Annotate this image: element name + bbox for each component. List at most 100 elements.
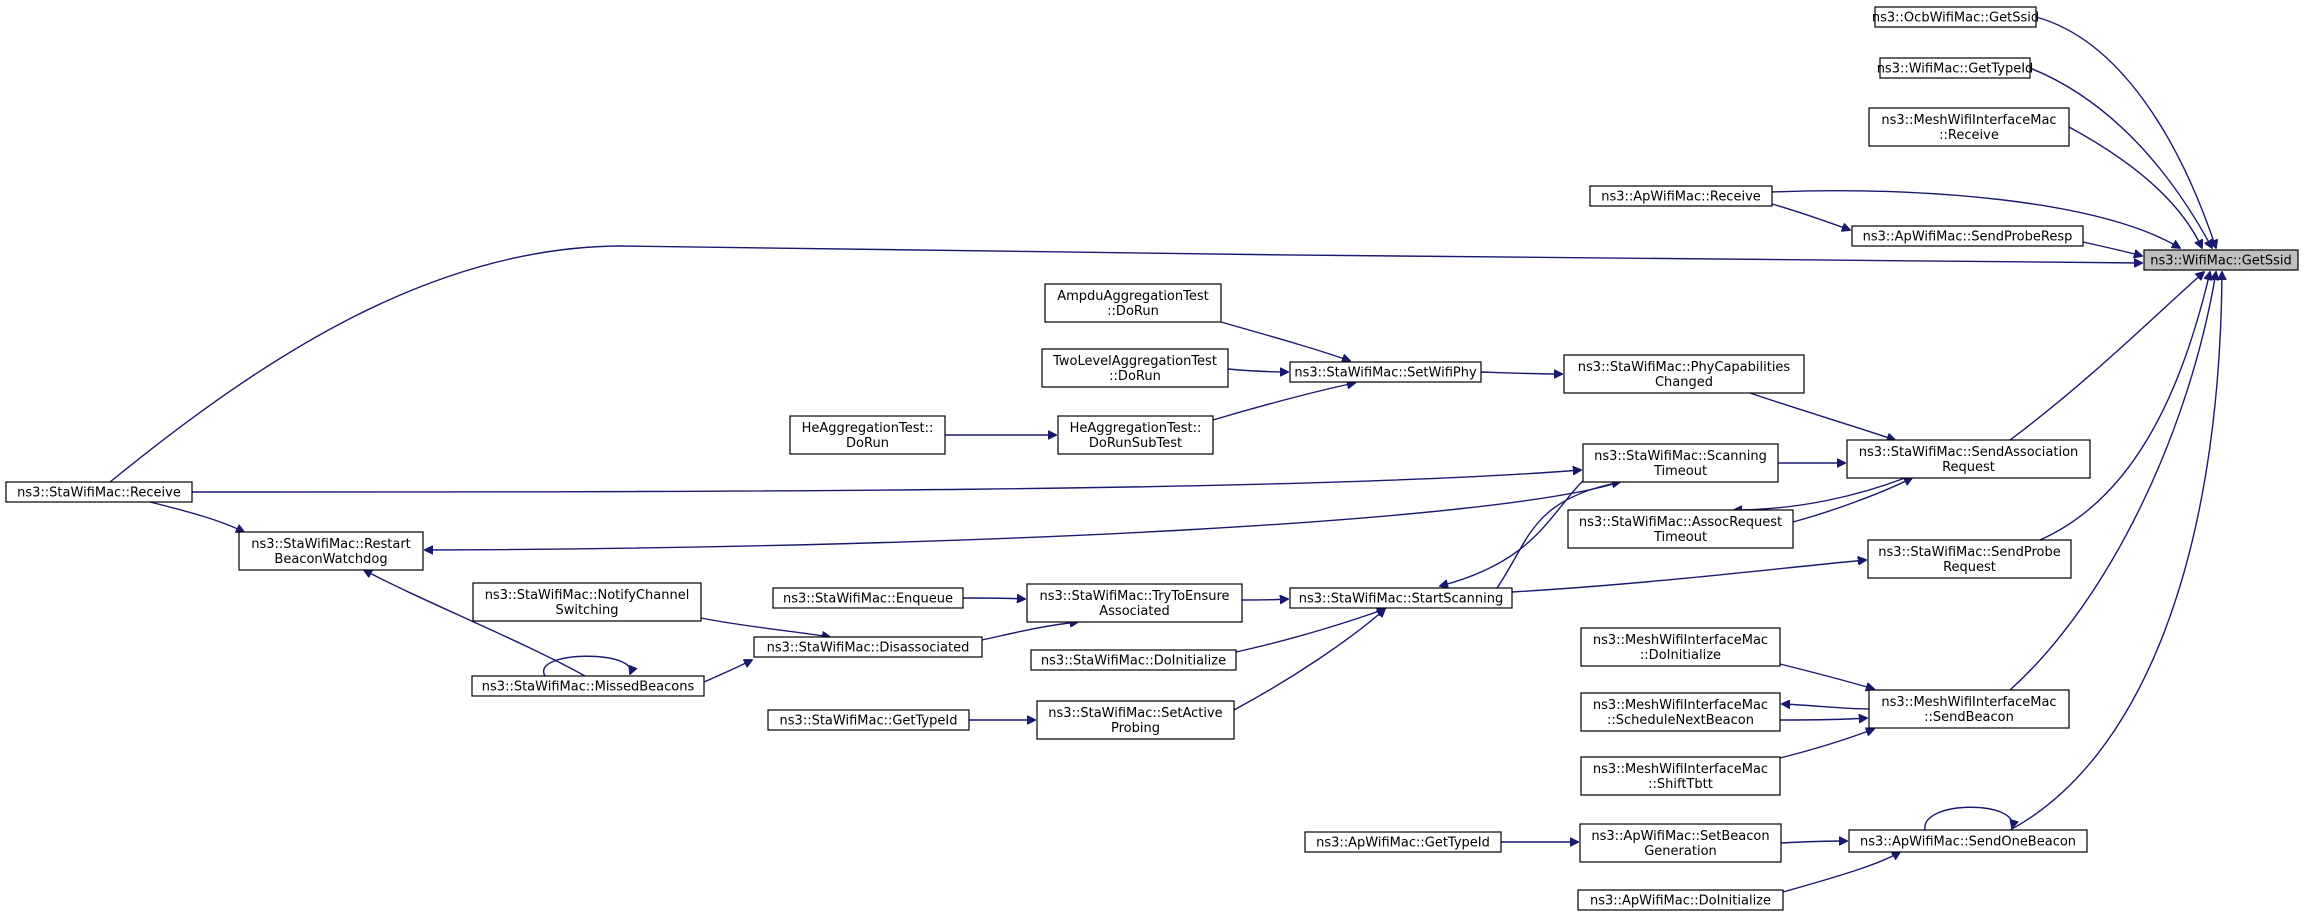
edge-ap-doinitialize-to-ap-sendonebeacon — [1782, 852, 1900, 893]
node-box — [1851, 225, 2084, 247]
node-label: ns3::StaWifiMac::SetActive — [1048, 706, 1222, 721]
node-label: ns3::MeshWifiInterfaceMac — [1881, 113, 2056, 128]
node-label: ns3::ApWifiMac::SendOneBeacon — [1860, 835, 2076, 850]
node-label: ns3::StaWifiMac::PhyCapabilities — [1578, 360, 1791, 375]
node-sta-doinitialize[interactable]: ns3::StaWifiMac::DoInitialize — [1030, 649, 1237, 671]
edge-sta-enqueue-to-sta-trytoensure — [962, 598, 1025, 599]
edge-sta-startscanning-to-sta-scantimeout — [1496, 482, 1620, 589]
node-ap-receive[interactable]: ns3::ApWifiMac::Receive — [1589, 185, 1773, 207]
node-label: HeAggregationTest:: — [802, 421, 934, 436]
node-mesh-doinitialize[interactable]: ns3::MeshWifiInterfaceMac::DoInitialize — [1580, 627, 1781, 667]
node-box — [753, 636, 983, 658]
node-label: AmpduAggregationTest — [1057, 289, 1208, 304]
edge-sta-startscanning-to-sta-sendprobereq — [1511, 560, 1866, 593]
edge-ampdu-dorun-to-sta-setwifiphy — [1220, 321, 1350, 361]
node-ampdu-dorun[interactable]: AmpduAggregationTest::DoRun — [1044, 283, 1222, 323]
node-label: ::DoRun — [1109, 369, 1161, 384]
node-box — [1580, 756, 1781, 796]
node-box — [1289, 361, 1482, 383]
node-twolevel-dorun[interactable]: TwoLevelAggregationTest::DoRun — [1041, 348, 1229, 388]
node-label: ns3::StaWifiMac::TryToEnsure — [1039, 589, 1229, 604]
node-label: ns3::MeshWifiInterfaceMac — [1593, 698, 1768, 713]
node-box — [1580, 692, 1781, 732]
node-box — [1304, 831, 1502, 853]
node-sta-gettypeid[interactable]: ns3::StaWifiMac::GetTypeId — [767, 709, 970, 731]
node-he-dorunsubtest[interactable]: HeAggregationTest::DoRunSubTest — [1057, 415, 1214, 455]
node-sta-receive[interactable]: ns3::StaWifiMac::Receive — [5, 481, 193, 503]
node-label: ::ScheduleNextBeacon — [1607, 713, 1754, 728]
edge-he-dorunsubtest-to-sta-setwifiphy — [1212, 383, 1355, 421]
node-box — [767, 709, 970, 731]
edge-sta-scantimeout-to-sta-restartbeacon — [425, 481, 1621, 550]
node-mesh-sendbeacon[interactable]: ns3::MeshWifiInterfaceMac::SendBeacon — [1868, 689, 2070, 729]
edge-sta-sendassocreq-to-sta-assoctimeout — [1734, 477, 1906, 510]
node-label: ns3::StaWifiMac::AssocRequest — [1579, 515, 1782, 530]
node-sta-startscanning[interactable]: ns3::StaWifiMac::StartScanning — [1289, 587, 1513, 609]
edge-twolevel-dorun-to-sta-setwifiphy — [1227, 369, 1288, 372]
node-label: ::Receive — [1939, 128, 1999, 143]
node-box — [1041, 348, 1229, 388]
node-label: HeAggregationTest:: — [1070, 421, 1202, 436]
node-label: Associated — [1099, 604, 1169, 619]
node-box — [1874, 6, 2037, 28]
node-box — [1577, 889, 1784, 911]
node-box — [1868, 689, 2070, 729]
node-label: Changed — [1655, 375, 1713, 390]
node-sta-setwifiphy[interactable]: ns3::StaWifiMac::SetWifiPhy — [1289, 361, 1482, 383]
node-label: ns3::ApWifiMac::SetBeacon — [1591, 829, 1769, 844]
nodes-layer: ns3::WifiMac::GetSsid ns3::OcbWifiMac::Ge… — [5, 6, 2299, 911]
edge-sta-doinitialize-to-sta-startscanning — [1235, 609, 1385, 653]
node-mesh-shifttbtt[interactable]: ns3::MeshWifiInterfaceMac::ShiftTbtt — [1580, 756, 1781, 796]
node-label: ns3::ApWifiMac::SendProbeResp — [1863, 230, 2073, 245]
node-ap-sendproberesp[interactable]: ns3::ApWifiMac::SendProbeResp — [1851, 225, 2084, 247]
edge-sta-sendprobereq-to-target — [2039, 272, 2210, 541]
node-box — [472, 582, 702, 622]
node-he-dorun[interactable]: HeAggregationTest::DoRun — [789, 415, 946, 455]
node-box — [1030, 649, 1237, 671]
edge-sta-sendassocreq-to-target — [2009, 272, 2204, 441]
node-target[interactable]: ns3::WifiMac::GetSsid — [2143, 249, 2299, 271]
node-label: ns3::StaWifiMac::NotifyChannel — [485, 588, 690, 603]
node-ap-doinitialize[interactable]: ns3::ApWifiMac::DoInitialize — [1577, 889, 1784, 911]
edge-sta-trytoensure-to-sta-startscanning — [1241, 599, 1288, 600]
node-box — [5, 481, 193, 503]
node-sta-disassociated[interactable]: ns3::StaWifiMac::Disassociated — [753, 636, 983, 658]
node-label: ns3::StaWifiMac::Scanning — [1594, 449, 1767, 464]
node-label: Generation — [1644, 844, 1717, 859]
edge-sta-missedbeacons-to-sta-restartbeacon — [364, 570, 586, 677]
edge-sta-phycap-to-sta-sendassocreq — [1749, 392, 1895, 440]
node-label: BeaconWatchdog — [274, 552, 387, 567]
node-wifimac-gettypeid[interactable]: ns3::WifiMac::GetTypeId — [1877, 57, 2034, 79]
node-label: ns3::MeshWifiInterfaceMac — [1593, 762, 1768, 777]
edges-layer — [109, 16, 2222, 893]
node-mesh-schedulenext[interactable]: ns3::MeshWifiInterfaceMac::ScheduleNextB… — [1580, 692, 1781, 732]
node-ocb-getssid[interactable]: ns3::OcbWifiMac::GetSsid — [1872, 6, 2039, 28]
node-label: Probing — [1111, 721, 1160, 736]
edge-ap-sendproberesp-to-target — [2082, 241, 2142, 256]
edge-mesh-shifttbtt-to-mesh-sendbeacon — [1779, 729, 1874, 759]
node-sta-missedbeacons[interactable]: ns3::StaWifiMac::MissedBeacons — [471, 675, 705, 697]
node-sta-enqueue[interactable]: ns3::StaWifiMac::Enqueue — [772, 587, 964, 609]
node-box — [238, 531, 424, 571]
node-ap-gettypeid[interactable]: ns3::ApWifiMac::GetTypeId — [1304, 831, 1502, 853]
node-box — [1563, 354, 1805, 394]
node-ap-sendonebeacon[interactable]: ns3::ApWifiMac::SendOneBeacon — [1848, 829, 2088, 853]
node-label: Request — [1942, 460, 1995, 475]
node-label: ns3::StaWifiMac::SendProbe — [1878, 545, 2060, 560]
node-box — [772, 587, 964, 609]
node-box — [1879, 57, 2031, 79]
node-mesh-receive[interactable]: ns3::MeshWifiInterfaceMac::Receive — [1868, 107, 2070, 147]
node-box — [1044, 283, 1222, 323]
node-label: ns3::WifiMac::GetTypeId — [1877, 62, 2034, 77]
